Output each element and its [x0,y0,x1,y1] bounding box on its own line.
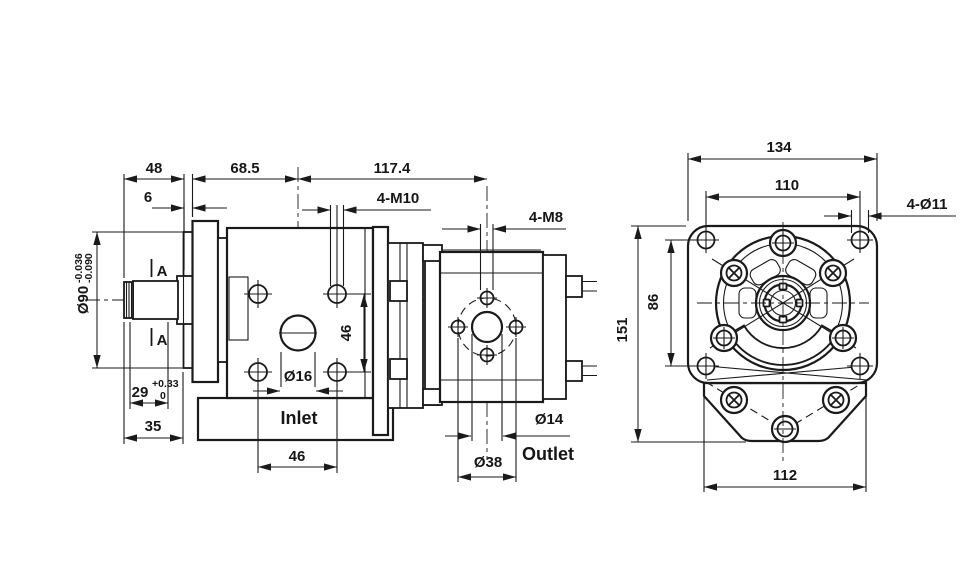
dim-46-h-label: 46 [289,448,306,465]
inlet-label: Inlet [280,408,317,428]
m10-tapped-hole [244,358,272,386]
dim-110-label: 110 [775,177,799,194]
pilot-dia-label: Ø90 [75,286,92,314]
dim-86-label: 86 [645,294,662,311]
side-view-body [123,219,597,442]
body-bolt [719,385,749,415]
dim-48: 48 [123,160,185,278]
front-view-centerlines [697,222,869,462]
m8-tapped-hole [477,288,497,308]
rear-thread-callout: 4-M8 [529,209,563,226]
pump-base [196,396,395,442]
dim-29-tol-lower: 0 [160,390,166,402]
seal-housing [176,275,194,325]
tie-rod-nut [389,358,408,380]
dim-outlet-dia: Ø14 [445,334,570,441]
dim-35: 35 [123,322,184,444]
dim-pilot-dia: Ø90 -0.036 -0.090 [73,231,183,369]
bolt-circle-label: Ø38 [474,454,502,471]
callout-4-d11: 4-Ø11 [824,196,956,233]
dim-134-label: 134 [766,139,792,156]
dim-6-label: 6 [144,189,152,206]
m10-tapped-hole [323,280,351,308]
rear-pump-flange [424,246,441,406]
front-pump-body [225,226,375,400]
rear-end-cover [542,254,567,400]
dim-46-vertical: 46 [338,293,371,373]
inlet-port-face [244,280,351,386]
connecting-section [387,242,424,409]
dim-29: 29 +0.33 0 [129,322,179,409]
flange-hole [693,353,719,379]
dim-68-5-label: 68.5 [230,160,259,177]
dim-110: 110 [705,177,861,227]
stud-head [565,275,583,298]
cover-bolt [719,258,749,288]
tie-rod-nut [389,280,408,302]
outlet-label: Outlet [522,444,574,464]
flange-hole [693,227,719,253]
dim-134: 134 [687,139,878,221]
datum-label: A [157,263,168,280]
dim-151-label: 151 [614,317,631,342]
mounting-flange [191,219,220,384]
datum-label: A [157,332,168,349]
callout-4-m10: 4-M10 [302,190,431,286]
cover-bolt [818,258,848,288]
dim-86: 86 [645,239,696,367]
m8-tapped-hole [477,345,497,365]
cover-bolt [709,323,739,353]
callout-4-m8: 4-M8 [442,209,566,290]
m8-tapped-hole [448,317,468,337]
pilot-tol-upper: -0.036 [73,253,85,283]
construction-lines [706,365,868,381]
dim-35-label: 35 [145,418,162,435]
hole-callout-label: 4-Ø11 [907,196,948,213]
dim-29-tol-upper: +0.33 [152,378,179,390]
dim-outlet-bolt-circle: Ø38 [457,338,517,482]
dim-112-label: 112 [773,467,797,484]
stud-head [565,360,583,382]
datum-flag-top: A [150,259,168,280]
dim-68-5: 68.5 [191,160,298,217]
dim-inlet-dia: Ø16 [253,352,343,395]
flange-hole [847,227,873,253]
dim-117-4: 117.4 [298,160,487,183]
flange-hole [847,353,873,379]
dim-29-label: 29 [132,384,149,401]
dim-112: 112 [703,386,867,492]
body-bolt [821,385,851,415]
dim-151: 151 [614,225,746,443]
outlet-dia-label: Ø14 [535,411,564,428]
m10-tapped-hole [244,280,272,308]
front-thread-callout: 4-M10 [377,190,420,207]
dim-46-v-label: 46 [338,325,355,342]
outlet-port-hole [470,310,504,344]
front-pump-cover [371,225,390,437]
datum-flag-bottom: A [150,328,168,349]
pilot-tol-lower: -0.090 [83,253,95,283]
flange-step [217,237,228,363]
outlet-port-face [448,288,526,365]
dim-48-label: 48 [146,160,163,177]
body-bolt [770,414,800,444]
front-view: 134 110 4-Ø11 86 151 [614,139,956,492]
side-view: 48 68.5 117.4 6 4-M10 4-M8 [73,160,597,482]
drive-shaft [132,280,179,320]
dim-117-4-label: 117.4 [374,160,411,177]
m8-tapped-hole [506,317,526,337]
m10-tapped-hole [323,358,351,386]
dim-46-horizontal: 46 [257,384,338,473]
cover-bolt [828,323,858,353]
dim-6: 6 [144,189,227,270]
inlet-dia-label: Ø16 [284,368,312,385]
